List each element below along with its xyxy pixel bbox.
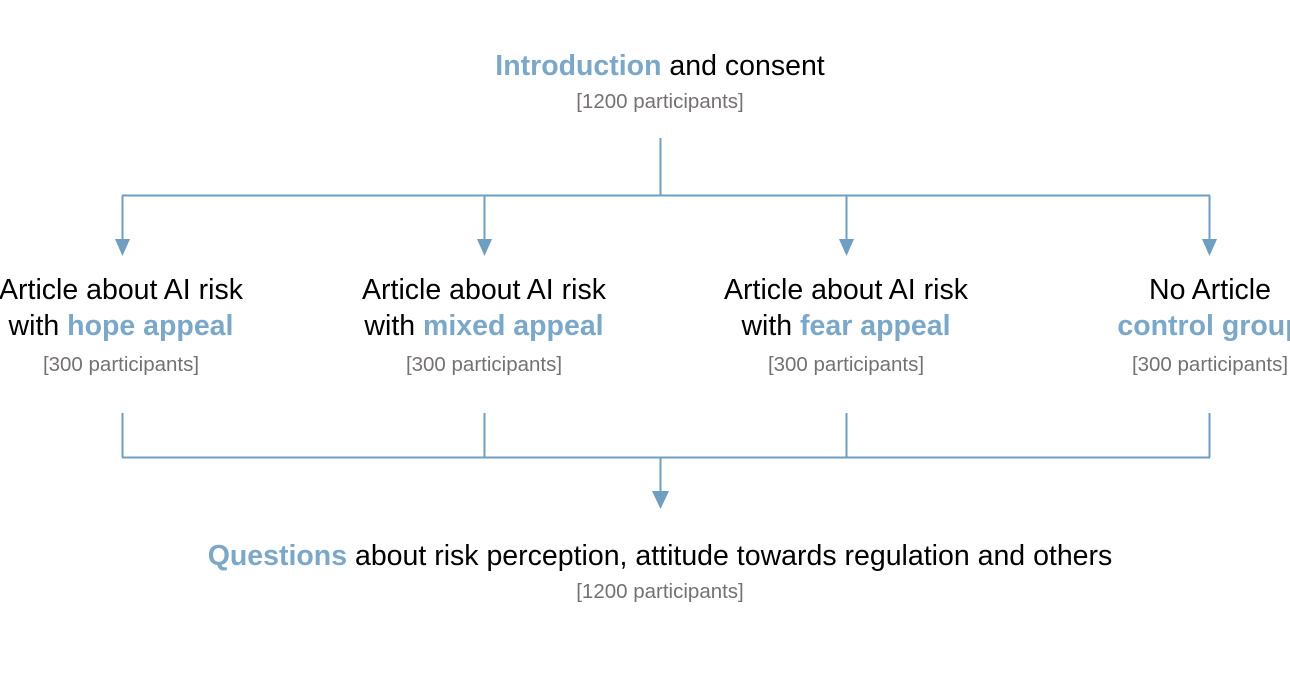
node-branch-mixed-line2-prefix: with: [364, 310, 424, 343]
node-branch-hope-sublabel: [300 participants]: [42, 352, 200, 376]
node-branch-fear: Article about AI risk with fear appeal […: [665, 272, 1027, 378]
node-branch-control-sublabel: [300 participants]: [1131, 352, 1289, 376]
arrowhead-fear: [839, 239, 854, 256]
node-branch-hope-line1: Article about AI risk: [0, 274, 243, 306]
node-branch-hope-accent: hope appeal: [67, 310, 234, 343]
node-branch-control-line2: control group: [1029, 308, 1290, 344]
arrowhead-hope: [115, 239, 130, 256]
node-branch-mixed-line1: Article about AI risk: [362, 274, 606, 306]
node-questions-accent: Questions: [207, 540, 348, 572]
arrowhead-control: [1202, 239, 1217, 256]
node-introduction-headline: Introduction and consent: [345, 48, 975, 84]
arrowhead-questions: [652, 491, 669, 509]
node-branch-mixed-line2: with mixed appeal: [303, 308, 665, 344]
arrowhead-mixed: [477, 239, 492, 256]
node-introduction: Introduction and consent [1200 participa…: [345, 48, 975, 116]
node-branch-mixed-sublabel: [300 participants]: [405, 352, 563, 376]
node-questions: Questions about risk perception, attitud…: [145, 538, 1175, 606]
node-introduction-sublabel: [1200 participants]: [576, 90, 744, 114]
node-branch-control-accent: control group: [1117, 310, 1290, 343]
node-branch-hope: Article about AI risk with hope appeal […: [0, 272, 302, 378]
node-questions-rest: about risk perception, attitude towards …: [347, 540, 1113, 572]
node-branch-mixed-accent: mixed appeal: [423, 310, 604, 343]
node-branch-fear-line1: Article about AI risk: [724, 274, 968, 306]
node-branch-hope-line2: with hope appeal: [0, 308, 302, 344]
node-branch-fear-line2-prefix: with: [741, 310, 801, 343]
node-branch-mixed: Article about AI risk with mixed appeal …: [303, 272, 665, 378]
node-questions-headline: Questions about risk perception, attitud…: [145, 538, 1175, 574]
node-branch-control: No Article control group [300 participan…: [1029, 272, 1290, 378]
node-branch-control-line1: No Article: [1149, 274, 1271, 306]
node-questions-sublabel: [1200 participants]: [576, 580, 744, 604]
node-introduction-accent: Introduction: [495, 50, 662, 82]
node-branch-fear-line2: with fear appeal: [665, 308, 1027, 344]
node-branch-fear-accent: fear appeal: [800, 310, 951, 343]
node-introduction-rest: and consent: [661, 50, 825, 82]
node-branch-hope-line2-prefix: with: [8, 310, 68, 343]
node-branch-fear-sublabel: [300 participants]: [767, 352, 925, 376]
